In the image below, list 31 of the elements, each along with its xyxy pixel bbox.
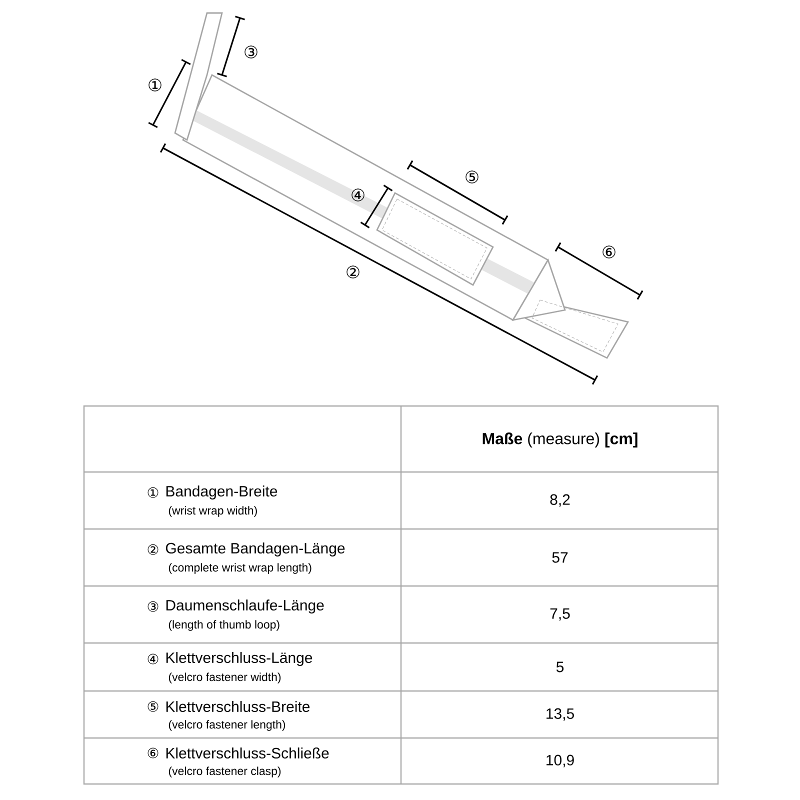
row-title: Gesamte Bandagen-Länge (166, 542, 345, 556)
value-text: 13,5 (546, 708, 574, 721)
row-subtitle: (velcro fastener width) (168, 672, 281, 684)
column-heading: Maße (measure) [cm] (482, 432, 638, 448)
value-text: 7,5 (550, 608, 570, 621)
row-title: Daumenschlaufe-Länge (166, 600, 324, 614)
callout-number: ② (346, 266, 360, 278)
row-subtitle: (wrist wrap width) (168, 506, 257, 517)
callout-number: ① (148, 78, 162, 92)
row-subtitle: (length of thumb loop) (168, 620, 280, 631)
value-text: 10,9 (546, 754, 574, 768)
callout-number: ⑤ (148, 701, 158, 712)
callout-number: ④ (148, 654, 158, 664)
callout-number: ④ (352, 188, 364, 202)
row-title: Klettverschluss-Breite (166, 701, 310, 712)
row-subtitle: (velcro fastener length) (168, 720, 286, 731)
row-title: Klettverschluss-Länge (166, 652, 312, 666)
row-title: Bandagen-Breite (166, 486, 278, 500)
value-text: 8,2 (550, 494, 570, 507)
row-title: Klettverschluss-Schließe (166, 748, 329, 759)
callout-number: ⑥ (148, 748, 158, 758)
callout-number: ② (148, 544, 158, 555)
callout-number: ⑤ (466, 170, 478, 184)
callout-number: ③ (148, 601, 158, 612)
callout-number: ① (148, 487, 158, 498)
value-text: 57 (552, 552, 568, 563)
callout-number: ③ (244, 46, 258, 58)
callout-number: ⑥ (602, 246, 616, 258)
row-subtitle: (velcro fastener clasp) (168, 766, 281, 778)
row-subtitle: (complete wrist wrap length) (168, 563, 312, 574)
value-text: 5 (556, 662, 564, 672)
